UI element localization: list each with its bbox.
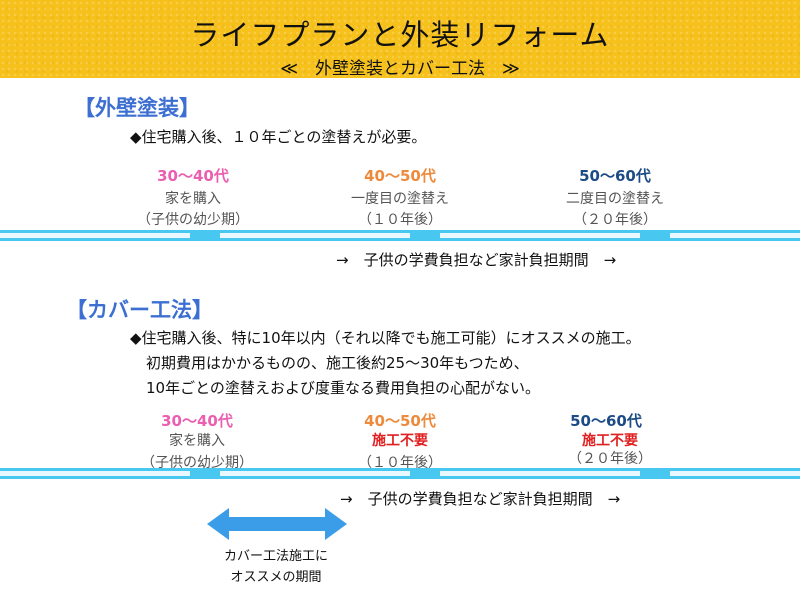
painting-burden-note: → 子供の学費負担など家計負担期間 →	[336, 251, 617, 269]
timeline-marker-3	[640, 233, 670, 238]
cover-stage-3-age: 50〜60代	[570, 412, 642, 430]
page-subtitle: ≪ 外壁塗装とカバー工法 ≫	[280, 59, 520, 79]
cover-stage-1-age: 30〜40代	[161, 412, 233, 430]
painting-stage-2-age: 40〜50代	[364, 167, 436, 185]
cover-description-line-3: 10年ごとの塗替えおよび度重なる費用負担の心配がない。	[146, 379, 540, 397]
cover-stage-3-label: 施工不要	[582, 433, 638, 449]
timeline-marker-2	[410, 233, 440, 238]
timeline-marker-3	[640, 471, 670, 476]
recommended-period-arrow	[207, 508, 347, 540]
header-banner: ライフプランと外装リフォーム ≪ 外壁塗装とカバー工法 ≫	[0, 0, 800, 79]
painting-timeline	[0, 229, 800, 243]
timeline-marker-1	[190, 233, 220, 238]
painting-stage-2-sub: （１０年後）	[358, 212, 442, 228]
cover-timeline	[0, 467, 800, 481]
recommended-period-caption-2: オススメの期間	[230, 570, 322, 585]
cover-stage-1-sub: （子供の幼少期）	[141, 455, 253, 471]
cover-stage-3-sub: （２０年後）	[568, 451, 652, 467]
cover-description-line-2: 初期費用はかかるものの、施工後約25〜30年もつため、	[146, 354, 529, 372]
painting-stage-1-age: 30〜40代	[157, 167, 229, 185]
timeline-marker-1	[190, 471, 220, 476]
painting-section-title: 【外壁塗装】	[74, 96, 200, 120]
recommended-period-caption-1: カバー工法施工に	[223, 549, 328, 564]
cover-stage-2-label: 施工不要	[372, 433, 428, 449]
painting-stage-3-sub: （２０年後）	[573, 212, 657, 228]
painting-stage-1-sub: （子供の幼少期）	[137, 212, 249, 228]
cover-burden-note: → 子供の学費負担など家計負担期間 →	[340, 490, 621, 508]
cover-stage-2-age: 40〜50代	[364, 412, 436, 430]
page-title: ライフプランと外装リフォーム	[190, 18, 610, 52]
cover-stage-2-sub: （１０年後）	[358, 455, 442, 471]
painting-stage-1-label: 家を購入	[165, 191, 221, 207]
timeline-marker-2	[410, 471, 440, 476]
painting-stage-3-age: 50〜60代	[579, 167, 651, 185]
painting-description: ◆住宅購入後、１０年ごとの塗替えが必要。	[130, 128, 427, 146]
cover-section-title: 【カバー工法】	[66, 298, 213, 322]
painting-stage-3-label: 二度目の塗替え	[566, 191, 664, 207]
cover-description-line-1: ◆住宅購入後、特に10年以内（それ以降でも施工可能）にオススメの施工。	[130, 329, 641, 347]
painting-stage-2-label: 一度目の塗替え	[351, 191, 449, 207]
cover-stage-1-label: 家を購入	[169, 433, 225, 449]
